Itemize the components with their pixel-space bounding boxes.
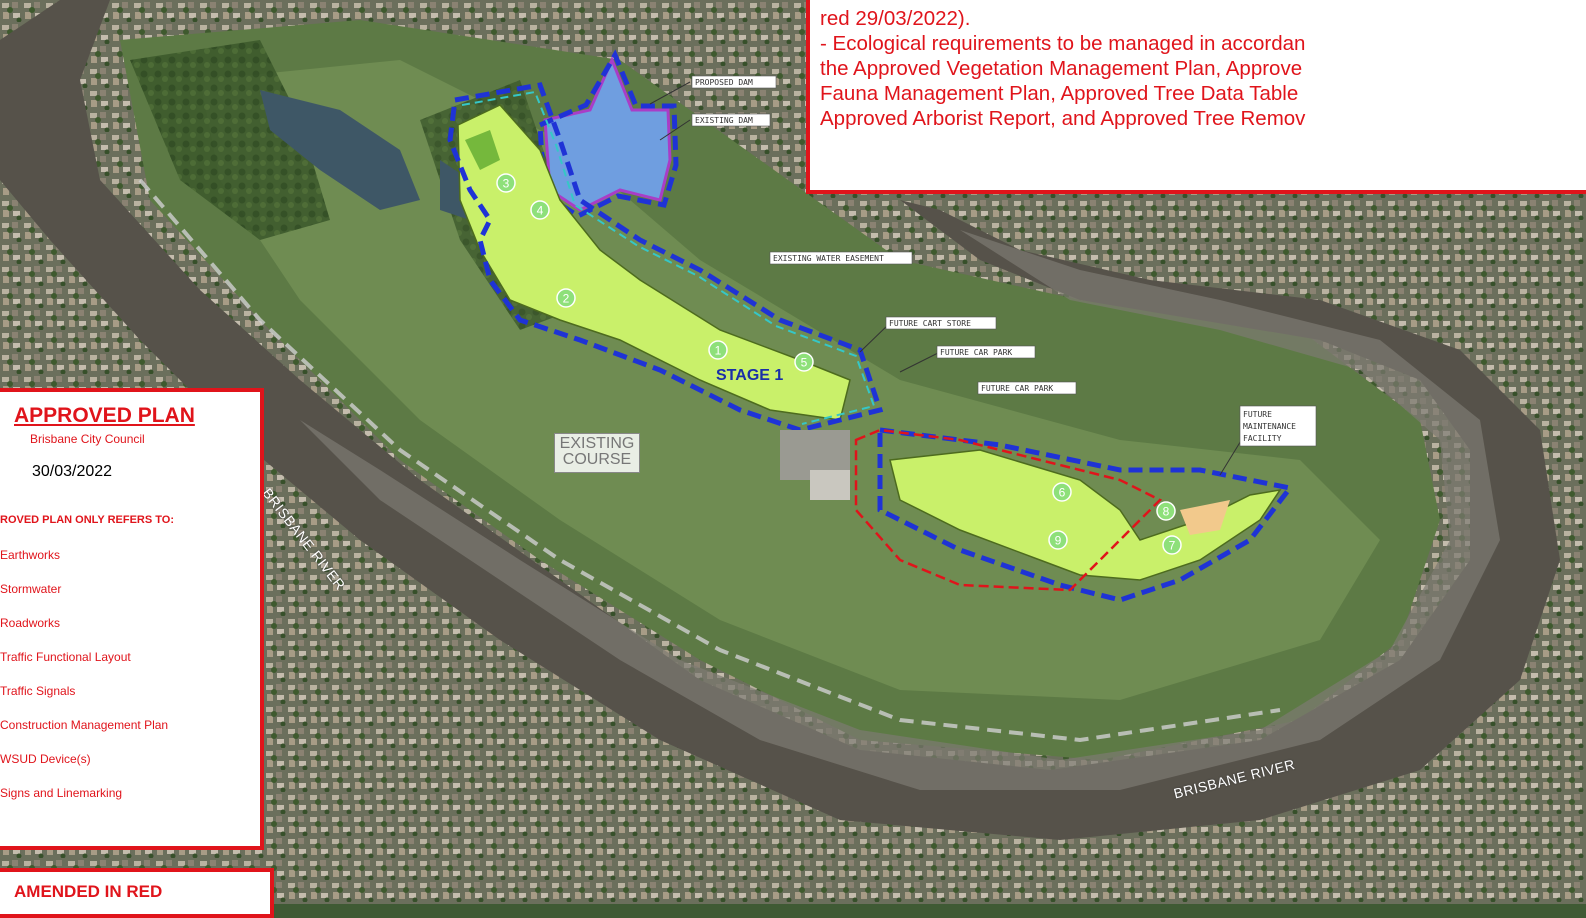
svg-text:PROPOSED DAM: PROPOSED DAM <box>695 78 753 87</box>
tree-strip <box>130 40 330 240</box>
label-car-park-1: FUTURE CAR PARK <box>936 345 1036 359</box>
stage1-greens <box>465 130 500 170</box>
railway-line <box>138 178 1281 743</box>
stage2-fairways <box>889 449 1282 581</box>
svg-text:FUTURE CAR PARK: FUTURE CAR PARK <box>940 348 1012 357</box>
amended-red-boundary <box>854 428 1163 592</box>
river-left <box>0 0 1560 840</box>
lake <box>260 90 420 210</box>
approved-item: Roadworks <box>0 616 61 630</box>
hole-marker-5: 5 <box>794 352 814 372</box>
condition-line: Approved Arborist Report, and Approved T… <box>820 107 1306 130</box>
svg-text:MAINTENANCE: MAINTENANCE <box>1243 422 1296 431</box>
label-car-park-2: FUTURE CAR PARK <box>977 381 1077 395</box>
condition-line: red 29/03/2022). <box>820 7 971 30</box>
stage2-boundary <box>877 427 1295 603</box>
stage2-sand <box>1180 500 1230 535</box>
condition-note: red 29/03/2022). - Ecological requiremen… <box>806 0 1586 194</box>
svg-text:FUTURE CAR PARK: FUTURE CAR PARK <box>981 384 1053 393</box>
stage1-inner-boundary <box>461 90 876 425</box>
stage-label: STAGE 1 <box>716 367 784 384</box>
hole-marker-7: 7 <box>1162 535 1182 555</box>
svg-text:FACILITY: FACILITY <box>1243 434 1282 443</box>
approved-item: Traffic Functional Layout <box>0 650 131 664</box>
approved-item: Stormwater <box>0 582 62 596</box>
existing-course-label: EXISTING COURSE <box>554 433 640 473</box>
council-name: Brisbane City Council <box>30 432 145 446</box>
hole-number: 1 <box>715 344 722 358</box>
approved-items-list: Earthworks Stormwater Roadworks Traffic … <box>0 548 168 820</box>
hole-marker-9: 9 <box>1048 530 1068 550</box>
svg-text:FUTURE CART STORE: FUTURE CART STORE <box>889 319 971 328</box>
approved-item: Earthworks <box>0 548 61 562</box>
hole-marker-3: 3 <box>496 173 516 193</box>
condition-line: Fauna Management Plan, Approved Tree Dat… <box>820 82 1299 105</box>
approved-item: Traffic Signals <box>0 684 76 698</box>
hole-marker-6: 6 <box>1052 482 1072 502</box>
hole-number: 4 <box>537 204 544 218</box>
hole-number: 3 <box>503 177 510 191</box>
hole-number: 2 <box>563 292 570 306</box>
clubhouse-roof <box>810 470 850 500</box>
hole-number: 6 <box>1059 486 1066 500</box>
svg-text:EXISTING DAM: EXISTING DAM <box>695 116 753 125</box>
amended-text: AMENDED IN RED <box>14 882 163 901</box>
hole-marker-4: 4 <box>530 200 550 220</box>
label-proposed-dam: PROPOSED DAM <box>691 75 777 89</box>
hole-number: 8 <box>1163 505 1170 519</box>
label-water-easement: EXISTING WATER EASEMENT <box>769 251 913 265</box>
approval-date: 30/03/2022 <box>32 463 113 480</box>
hole-marker-2: 2 <box>556 288 576 308</box>
hole-number: 9 <box>1055 534 1062 548</box>
svg-text:EXISTING WATER EASEMENT: EXISTING WATER EASEMENT <box>773 254 884 263</box>
condition-line: the Approved Vegetation Management Plan,… <box>820 57 1303 80</box>
hole-marker-1: 1 <box>708 340 728 360</box>
refers-to-heading: ROVED PLAN ONLY REFERS TO: <box>0 514 174 526</box>
approved-plan-panel: APPROVED PLAN Brisbane City Council 30/0… <box>0 388 264 850</box>
label-maintenance: FUTURE MAINTENANCE FACILITY <box>1239 405 1317 447</box>
approved-item: WSUD Device(s) <box>0 752 91 766</box>
existing-course-line-2: COURSE <box>562 451 632 468</box>
approved-plan-title: APPROVED PLAN <box>14 404 195 427</box>
label-existing-dam: EXISTING DAM <box>691 113 771 127</box>
hole-number: 7 <box>1169 539 1176 553</box>
existing-course-line-1: EXISTING <box>559 435 635 452</box>
hole-markers: 1 2 3 4 5 6 7 8 9 <box>496 173 1182 555</box>
approved-item: Construction Management Plan <box>0 718 169 732</box>
stage1-fairways <box>457 104 851 421</box>
amended-panel: AMENDED IN RED <box>0 868 274 918</box>
hole-marker-8: 8 <box>1156 501 1176 521</box>
approved-item: Signs and Linemarking <box>0 786 123 800</box>
stage1-boundary <box>447 82 884 433</box>
condition-line: - Ecological requirements to be managed … <box>820 32 1306 55</box>
hole-number: 5 <box>801 356 808 370</box>
svg-text:FUTURE: FUTURE <box>1243 410 1272 419</box>
label-cart-store: FUTURE CART STORE <box>885 316 997 330</box>
